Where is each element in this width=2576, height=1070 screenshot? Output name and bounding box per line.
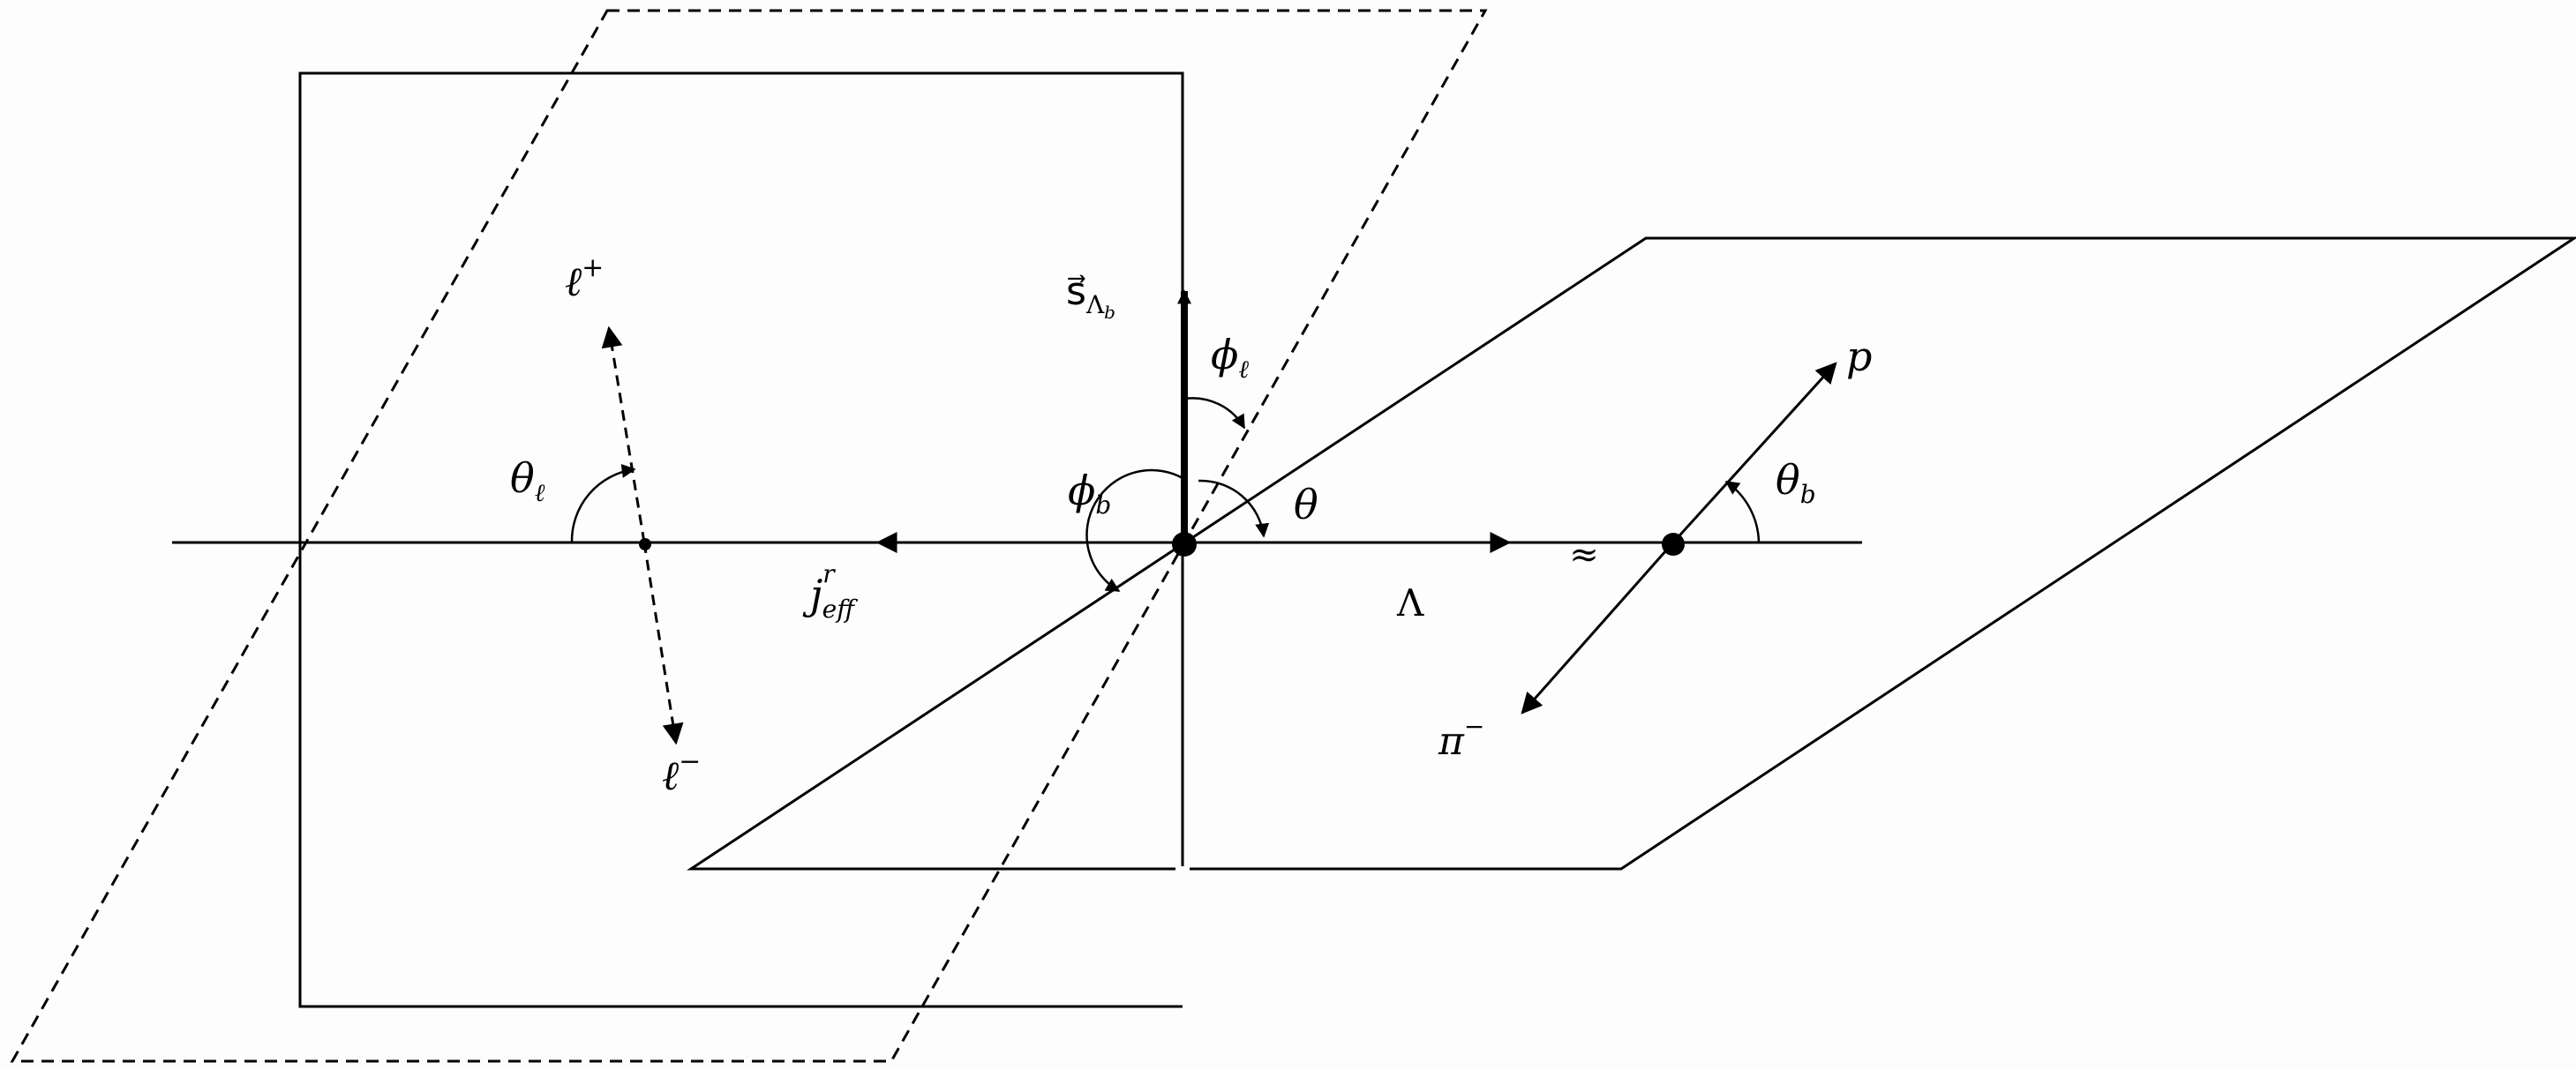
label-phi-b: ϕb (1068, 467, 1111, 520)
label-lambda: Λ (1396, 581, 1424, 625)
theta-arc (1198, 479, 1270, 538)
label-pion: π− (1438, 712, 1484, 764)
lepton-plus-arrow (601, 325, 646, 543)
lambda-b-vertex (1172, 532, 1197, 557)
phi-l-arc (1183, 397, 1246, 430)
lambda-vertex (1662, 533, 1685, 556)
proton-arrow (1671, 362, 1837, 544)
label-theta-l: θℓ (510, 454, 545, 507)
label-theta-b: θb (1776, 456, 1816, 509)
phi-b-arc (1085, 468, 1185, 593)
label-lepton-plus: ℓ+ (565, 252, 604, 305)
label-lepton-minus: ℓ− (662, 746, 701, 799)
hadron-plane (687, 236, 2576, 871)
axis-break-mark: ≈ (1569, 535, 1599, 575)
dilepton-vertex (639, 538, 651, 550)
lepton-minus-arrow (642, 542, 684, 745)
theta-b-arc (1724, 480, 1761, 543)
theta-l-arc (570, 464, 636, 543)
label-phi-l: ϕℓ (1211, 331, 1249, 384)
pion-arrow (1521, 542, 1675, 715)
lepton-plane (298, 71, 1184, 1008)
label-theta: θ (1294, 481, 1318, 528)
label-proton: p (1846, 333, 1872, 380)
label-spin: s⃗Λb (1066, 269, 1115, 323)
